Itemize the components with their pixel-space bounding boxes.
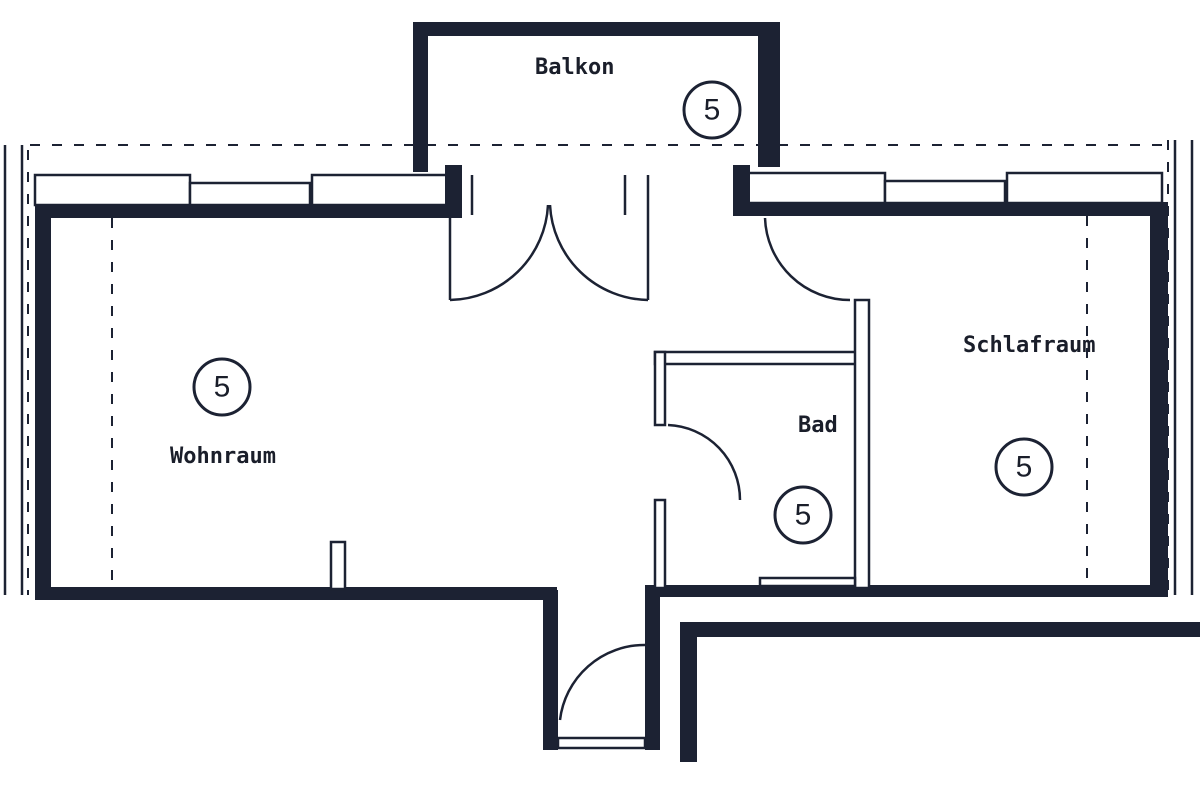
- room-number-bad: 5: [795, 499, 812, 532]
- room-label-schlafraum: Schlafraum: [963, 333, 1095, 358]
- windows: [33, 171, 1164, 207]
- right-edge-lines: [1167, 140, 1194, 595]
- room-label-bad: Bad: [798, 413, 838, 438]
- interior-walls: [329, 298, 871, 591]
- room-number-circle: [192, 357, 252, 417]
- balcony-walls: [413, 22, 780, 172]
- room-number-balkon: 5: [704, 94, 721, 127]
- schlafraum-door-arc: [763, 217, 851, 302]
- room-number-circle: [994, 437, 1054, 497]
- bad-door-arc: [667, 423, 742, 501]
- room-number-circle: [682, 80, 742, 140]
- room-number-schlafraum: 5: [1016, 451, 1033, 484]
- left-edge-lines: [3, 145, 29, 595]
- exterior-walls: [35, 165, 1200, 762]
- room-number-circle: [773, 485, 833, 545]
- room-number-wohnraum: 5: [214, 371, 231, 404]
- entry-door-arc: [558, 643, 646, 721]
- room-label-balkon: Balkon: [535, 55, 614, 80]
- balcony-double-door: [448, 175, 650, 302]
- room-label-wohnraum: Wohnraum: [170, 444, 276, 469]
